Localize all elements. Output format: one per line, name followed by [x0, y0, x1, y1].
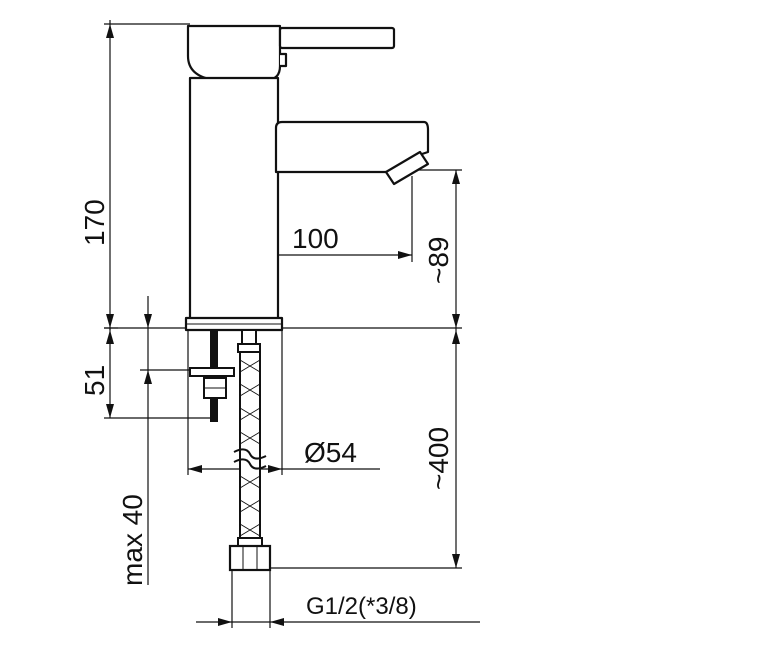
mounting-hardware: [189, 330, 235, 422]
dim-height-total-label: 170: [79, 199, 110, 246]
dim-max-thickness-label: max 40: [117, 494, 148, 586]
dim-spout-height-label: ~89: [423, 237, 454, 285]
dim-mount-depth-label: 51: [79, 365, 110, 396]
dim-diameter-label: Ø54: [304, 437, 357, 468]
dimension-lines: [104, 20, 480, 628]
dim-hose-length-label: ~400: [423, 427, 454, 490]
dim-connection-label: G1/2(*3/8): [306, 593, 417, 620]
faucet-body: [184, 24, 430, 332]
flexible-hose: [228, 329, 272, 572]
dim-spout-reach-label: 100: [292, 223, 339, 254]
